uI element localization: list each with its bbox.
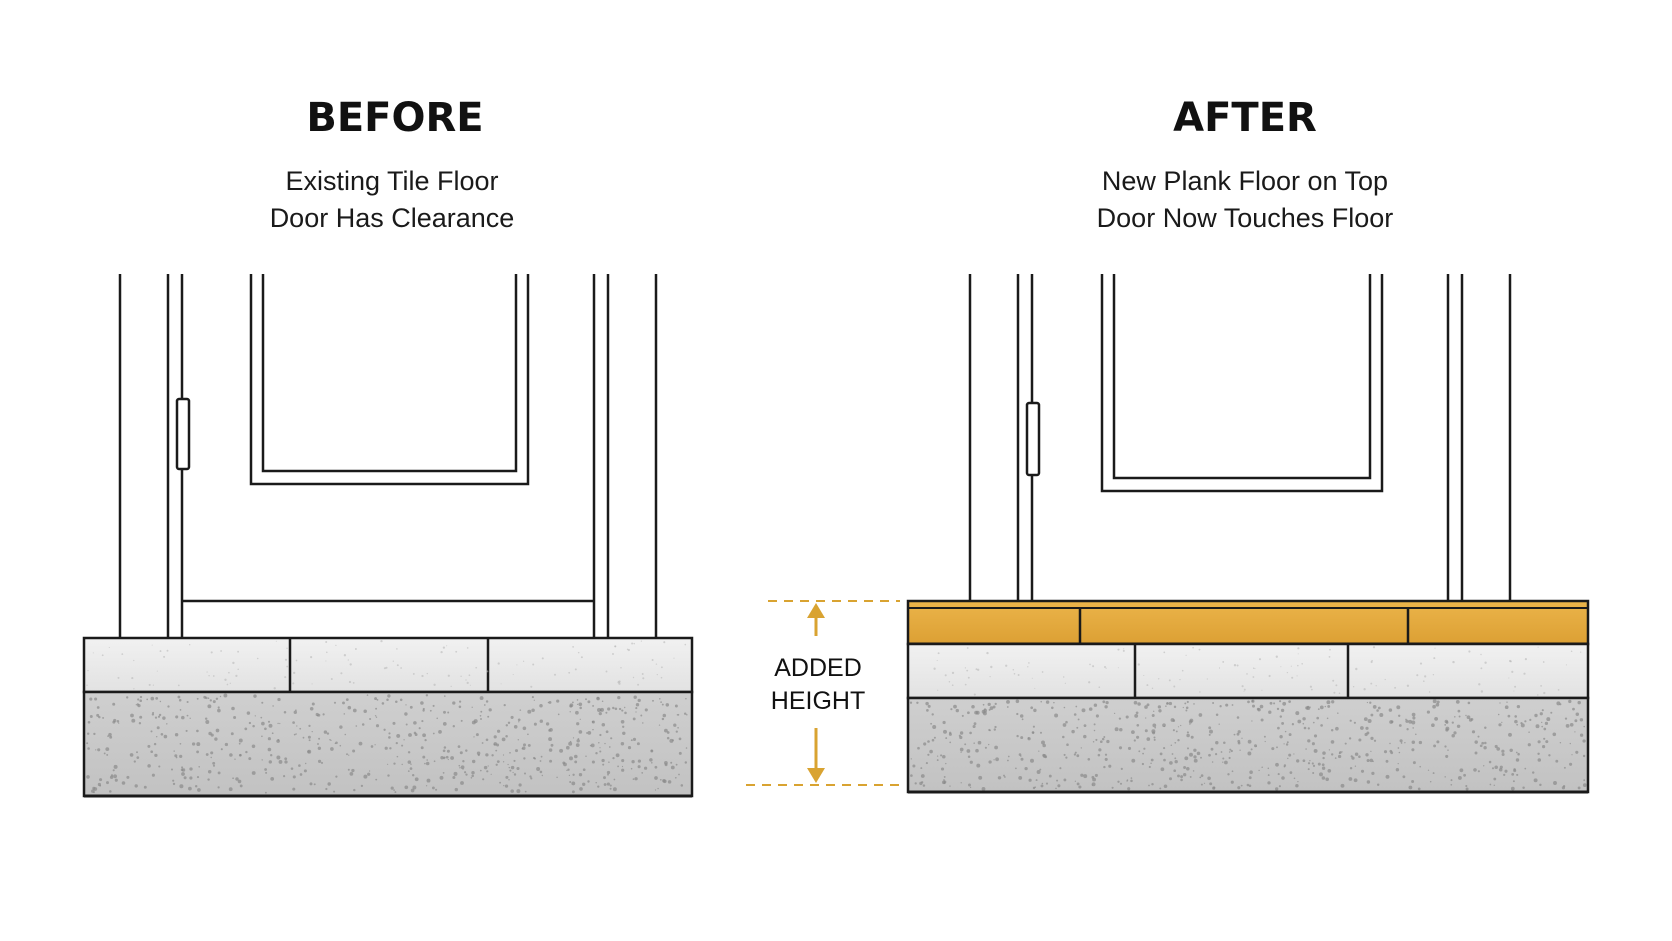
before-title: BEFORE xyxy=(306,95,483,141)
before-right-door-jamb xyxy=(592,274,658,638)
after-subtitle-line2: Door Now Touches Floor xyxy=(1097,203,1394,233)
after-door-panel xyxy=(1100,274,1384,493)
after-title: AFTER xyxy=(1173,95,1317,141)
arrow-down-icon xyxy=(807,768,825,783)
before-left-door-jamb xyxy=(118,274,184,638)
after-plank-floor xyxy=(906,599,1590,646)
before-door-panel xyxy=(249,274,530,486)
before-hinge-icon xyxy=(175,397,191,471)
before-subtitle-line2: Door Has Clearance xyxy=(270,203,515,233)
added-height-label-line2: HEIGHT xyxy=(771,687,865,715)
after-left-door-jamb xyxy=(968,274,1034,601)
arrow-up-icon xyxy=(807,603,825,618)
before-subtitle-line1: Existing Tile Floor xyxy=(285,166,498,196)
added-height-dimension: ADDED HEIGHT xyxy=(746,600,900,786)
added-height-label-line1: ADDED xyxy=(774,654,862,682)
after-hinge-icon xyxy=(1025,401,1041,477)
after-panel: AFTER New Plank Floor on Top Door Now To… xyxy=(906,95,1590,794)
after-subtitle-line1: New Plank Floor on Top xyxy=(1102,166,1388,196)
after-right-door-jamb xyxy=(1446,274,1512,601)
after-tile-floor xyxy=(906,642,1590,700)
after-concrete-slab xyxy=(906,696,1590,794)
before-panel: BEFORE Existing Tile Floor Door Has Clea… xyxy=(82,95,694,798)
before-concrete-slab xyxy=(82,690,694,798)
before-tile-floor xyxy=(82,636,694,694)
